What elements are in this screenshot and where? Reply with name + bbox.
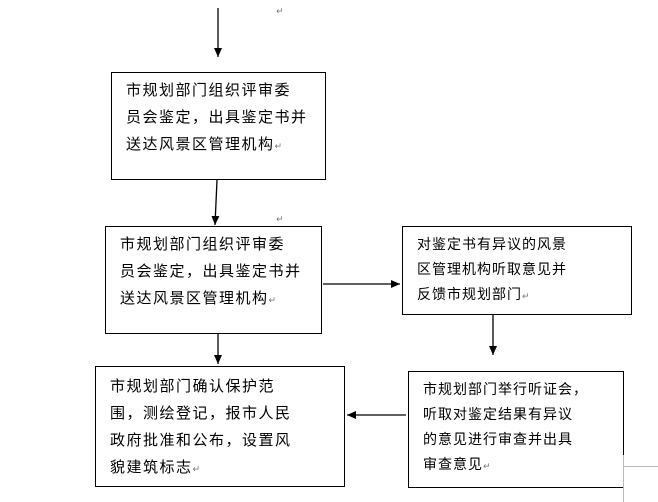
node-confirm-protection: 市规划部门确认保护范 围，测绘登记，报市人民 政府批准和公布，设置风 貌建筑标志… <box>95 366 345 487</box>
arrow-committee-top-to-committee <box>211 179 220 226</box>
node-text-line: 对鉴定书有异议的风景 <box>417 237 567 253</box>
paragraph-mark-icon: ↵ <box>522 292 531 302</box>
table-edge-horizontal <box>624 466 658 467</box>
node-text-line: 送达风景区管理机构↵ <box>120 289 278 307</box>
paragraph-mark-icon: ↵ <box>274 142 284 152</box>
table-edge-vertical <box>623 455 624 502</box>
node-text-line: 反馈市规划部门↵ <box>417 287 531 303</box>
paragraph-mark-icon: ↵ <box>276 215 284 225</box>
node-committee-review: 市规划部门组织评审委 员会鉴定，出具鉴定书并 送达风景区管理机构↵ <box>105 226 322 334</box>
node-text-line: 审查意见↵ <box>423 457 492 473</box>
node-text-line: 貌建筑标志↵ <box>110 458 202 476</box>
paragraph-mark-icon: ↵ <box>483 462 492 472</box>
node-committee-review-top: 市规划部门组织评审委 员会鉴定，出具鉴定书并 送达风景区管理机构↵ <box>111 72 326 180</box>
node-text-line: 听取对鉴定结果有异议 <box>423 407 573 423</box>
node-text-line: 市规划部门组织评审委 <box>126 81 292 99</box>
node-text-line: 员会鉴定，出具鉴定书并 <box>126 108 308 126</box>
node-text-line: 区管理机构听取意见并 <box>417 262 567 278</box>
paragraph-mark-icon: ↵ <box>276 7 284 17</box>
node-text-line: 市规划部门组织评审委 <box>120 235 286 253</box>
paragraph-mark-icon: ↵ <box>268 296 278 306</box>
node-text-line: 市规划部门举行听证会， <box>423 382 588 398</box>
node-text-line: 的意见进行审查并出具 <box>423 432 573 448</box>
node-public-hearing: 市规划部门举行听证会， 听取对鉴定结果有异议 的意见进行审查并出具 审查意见↵ <box>408 371 624 488</box>
node-text-line: 市规划部门确认保护范 <box>110 377 276 395</box>
node-objection-feedback: 对鉴定书有异议的风景 区管理机构听取意见并 反馈市规划部门↵ <box>402 226 632 315</box>
node-text-line: 政府批准和公布，设置风 <box>110 431 292 449</box>
node-text-line: 围，测绘登记，报市人民 <box>110 404 292 422</box>
node-text-line: 送达风景区管理机构↵ <box>126 135 284 153</box>
paragraph-mark-icon: ↵ <box>192 465 202 475</box>
node-text-line: 员会鉴定，出具鉴定书并 <box>120 262 302 280</box>
